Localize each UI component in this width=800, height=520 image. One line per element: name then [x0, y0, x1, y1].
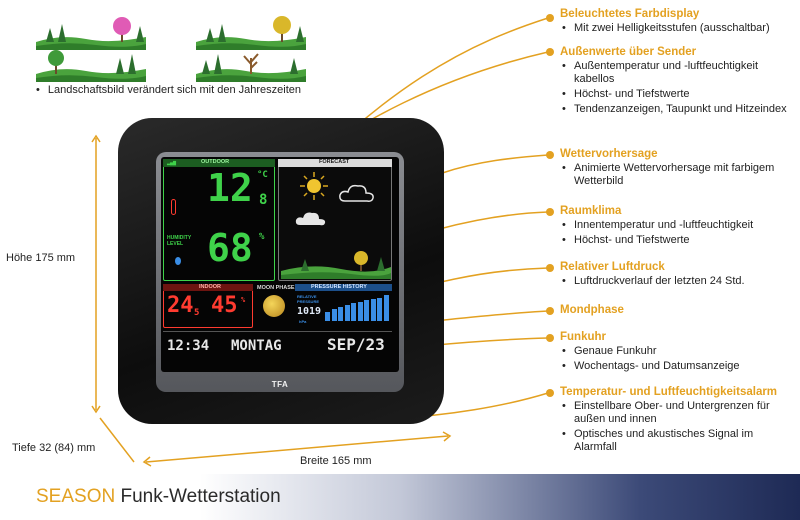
pressure-history-chart	[325, 295, 389, 321]
weather-station-device: OUTDOOR ▂▄▆ 12 °C 8 HUMIDITY LEVEL 68 % …	[118, 118, 444, 424]
product-name: Funk-Wetterstation	[120, 486, 281, 507]
spring-landscape-icon	[36, 17, 146, 50]
width-label: Breite 165 mm	[300, 455, 372, 467]
feature-title: Raumklima	[560, 205, 622, 217]
feature-title: Mondphase	[560, 304, 624, 316]
feature-moon: Mondphase	[560, 304, 796, 318]
product-title: SEASON Funk-Wetterstation	[36, 486, 281, 508]
feature-item: Genaue Funkuhr	[560, 345, 796, 358]
clock-time: 12:34	[167, 338, 210, 354]
footer-banner: SEASON Funk-Wetterstation	[0, 474, 800, 520]
color-display: OUTDOOR ▂▄▆ 12 °C 8 HUMIDITY LEVEL 68 % …	[161, 157, 399, 372]
signal-icon: ▂▄▆	[167, 160, 177, 166]
feature-item: Höchst- und Tiefstwerte	[560, 88, 796, 101]
forecast-header	[278, 159, 392, 167]
clock-row	[163, 331, 392, 361]
feature-item: Animierte Wettervorhersage mit farbigem …	[560, 162, 796, 188]
bullet-dot	[546, 14, 554, 22]
feature-outdoor: Außenwerte über Sender Außentemperatur u…	[560, 46, 796, 118]
pressure-bar	[357, 301, 363, 321]
indoor-temp: 24	[167, 293, 194, 318]
feature-title: Beleuchtetes Farbdisplay	[560, 8, 700, 20]
season-caption: Landschaftsbild verändert sich mit den J…	[36, 84, 301, 96]
pressure-bar	[331, 309, 337, 321]
feature-item: Luftdruckverlauf der letzten 24 Std.	[560, 275, 796, 288]
feature-title: Temperatur- und Luftfeuchtigkeitsalarm	[560, 386, 778, 398]
feature-title: Relativer Luftdruck	[560, 261, 665, 273]
depth-dimension-line	[99, 417, 135, 463]
bullet-dot	[546, 48, 554, 56]
outdoor-humidity-unit: %	[259, 232, 265, 242]
feature-title: Wettervorhersage	[560, 148, 658, 160]
feature-item: Wochentags- und Datumsanzeige	[560, 360, 796, 373]
indoor-temp-decimal: 5	[194, 308, 200, 318]
forecast-label: FORECAST	[319, 159, 350, 165]
feature-item: Innentemperatur und -luftfeuchtigkeit	[560, 219, 796, 232]
bullet-dot	[546, 307, 554, 315]
pressure-bar	[364, 300, 370, 321]
outdoor-header	[163, 159, 275, 167]
outdoor-temp-unit: °C	[257, 170, 268, 180]
indoor-header	[163, 284, 253, 291]
indoor-humidity: 45	[211, 293, 238, 318]
feature-forecast: Wettervorhersage Animierte Wettervorhers…	[560, 148, 796, 190]
outdoor-label: OUTDOOR	[201, 159, 230, 165]
feature-item: Außentemperatur und -luftfeuchtigkeit ka…	[560, 60, 796, 86]
height-label: Höhe 175 mm	[6, 252, 76, 264]
feature-clock: Funkuhr Genaue Funkuhr Wochentags- und D…	[560, 331, 796, 375]
width-dimension-line	[145, 435, 449, 463]
weekday: MONTAG	[231, 338, 282, 354]
date: SEP/23	[327, 335, 385, 354]
indoor-humidity-unit: %	[241, 296, 246, 304]
depth-label: Tiefe 32 (84) mm	[12, 442, 96, 454]
cloud-icon	[339, 184, 374, 202]
winter-landscape-icon	[196, 53, 306, 82]
pressure-bar	[338, 306, 344, 321]
pressure-bar	[377, 297, 383, 321]
bullet-dot	[546, 208, 554, 216]
feature-indoor: Raumklima Innentemperatur und -luftfeuch…	[560, 205, 796, 249]
feature-item: Einstellbare Ober- und Untergrenzen für …	[560, 400, 796, 426]
bullet-dot	[546, 151, 554, 159]
indoor-label: INDOOR	[199, 284, 221, 290]
pressure-bar	[325, 311, 331, 321]
feature-pressure: Relativer Luftdruck Luftdruckverlauf der…	[560, 261, 796, 290]
sun-icon	[300, 172, 328, 200]
humidity-label: HUMIDITY LEVEL	[167, 235, 192, 247]
feature-item: Höchst- und Tiefstwerte	[560, 234, 796, 247]
bullet-dot	[546, 389, 554, 397]
brand-logo: TFA	[271, 380, 289, 389]
pressure-bar	[370, 298, 376, 321]
moon-phase-icon	[263, 295, 285, 317]
pressure-header	[295, 284, 392, 291]
feature-display: Beleuchtetes Farbdisplay Mit zwei Hellig…	[560, 8, 796, 37]
pressure-label: PRESSURE HISTORY	[311, 284, 367, 290]
feature-item: Tendenzanzeigen, Taupunkt und Hitzeindex	[560, 103, 796, 116]
product-line: SEASON	[36, 486, 116, 507]
pressure-value: 1019	[297, 306, 322, 317]
forecast-landscape-icon	[281, 251, 391, 279]
feature-item: Mit zwei Helligkeitsstufen (ausschaltbar…	[560, 22, 796, 35]
pressure-sub-label: RELATIVE PRESSURE	[297, 294, 320, 304]
pressure-bar	[383, 295, 389, 321]
bullet-dot	[546, 264, 554, 272]
droplet-icon	[175, 257, 181, 265]
thermometer-icon	[171, 199, 176, 215]
small-cloud-icon	[295, 212, 326, 226]
summer-landscape-icon	[36, 50, 146, 82]
feature-title: Funkuhr	[560, 331, 606, 343]
pressure-unit: hPa	[299, 319, 307, 324]
display-bezel: OUTDOOR ▂▄▆ 12 °C 8 HUMIDITY LEVEL 68 % …	[156, 152, 404, 392]
pressure-bar	[351, 302, 357, 321]
autumn-landscape-icon	[196, 16, 306, 50]
feature-title: Außenwerte über Sender	[560, 46, 697, 58]
outdoor-humidity: 68	[207, 226, 253, 270]
feature-item: Optisches und akustisches Signal im Alar…	[560, 428, 796, 454]
moon-label: MOON PHASE	[257, 285, 295, 291]
feature-alarm: Temperatur- und Luftfeuchtigkeitsalarm E…	[560, 386, 796, 456]
outdoor-temp: 12	[207, 166, 253, 210]
pressure-bar	[344, 305, 350, 321]
outdoor-temp-decimal: 8	[259, 192, 268, 208]
bullet-dot	[546, 334, 554, 342]
